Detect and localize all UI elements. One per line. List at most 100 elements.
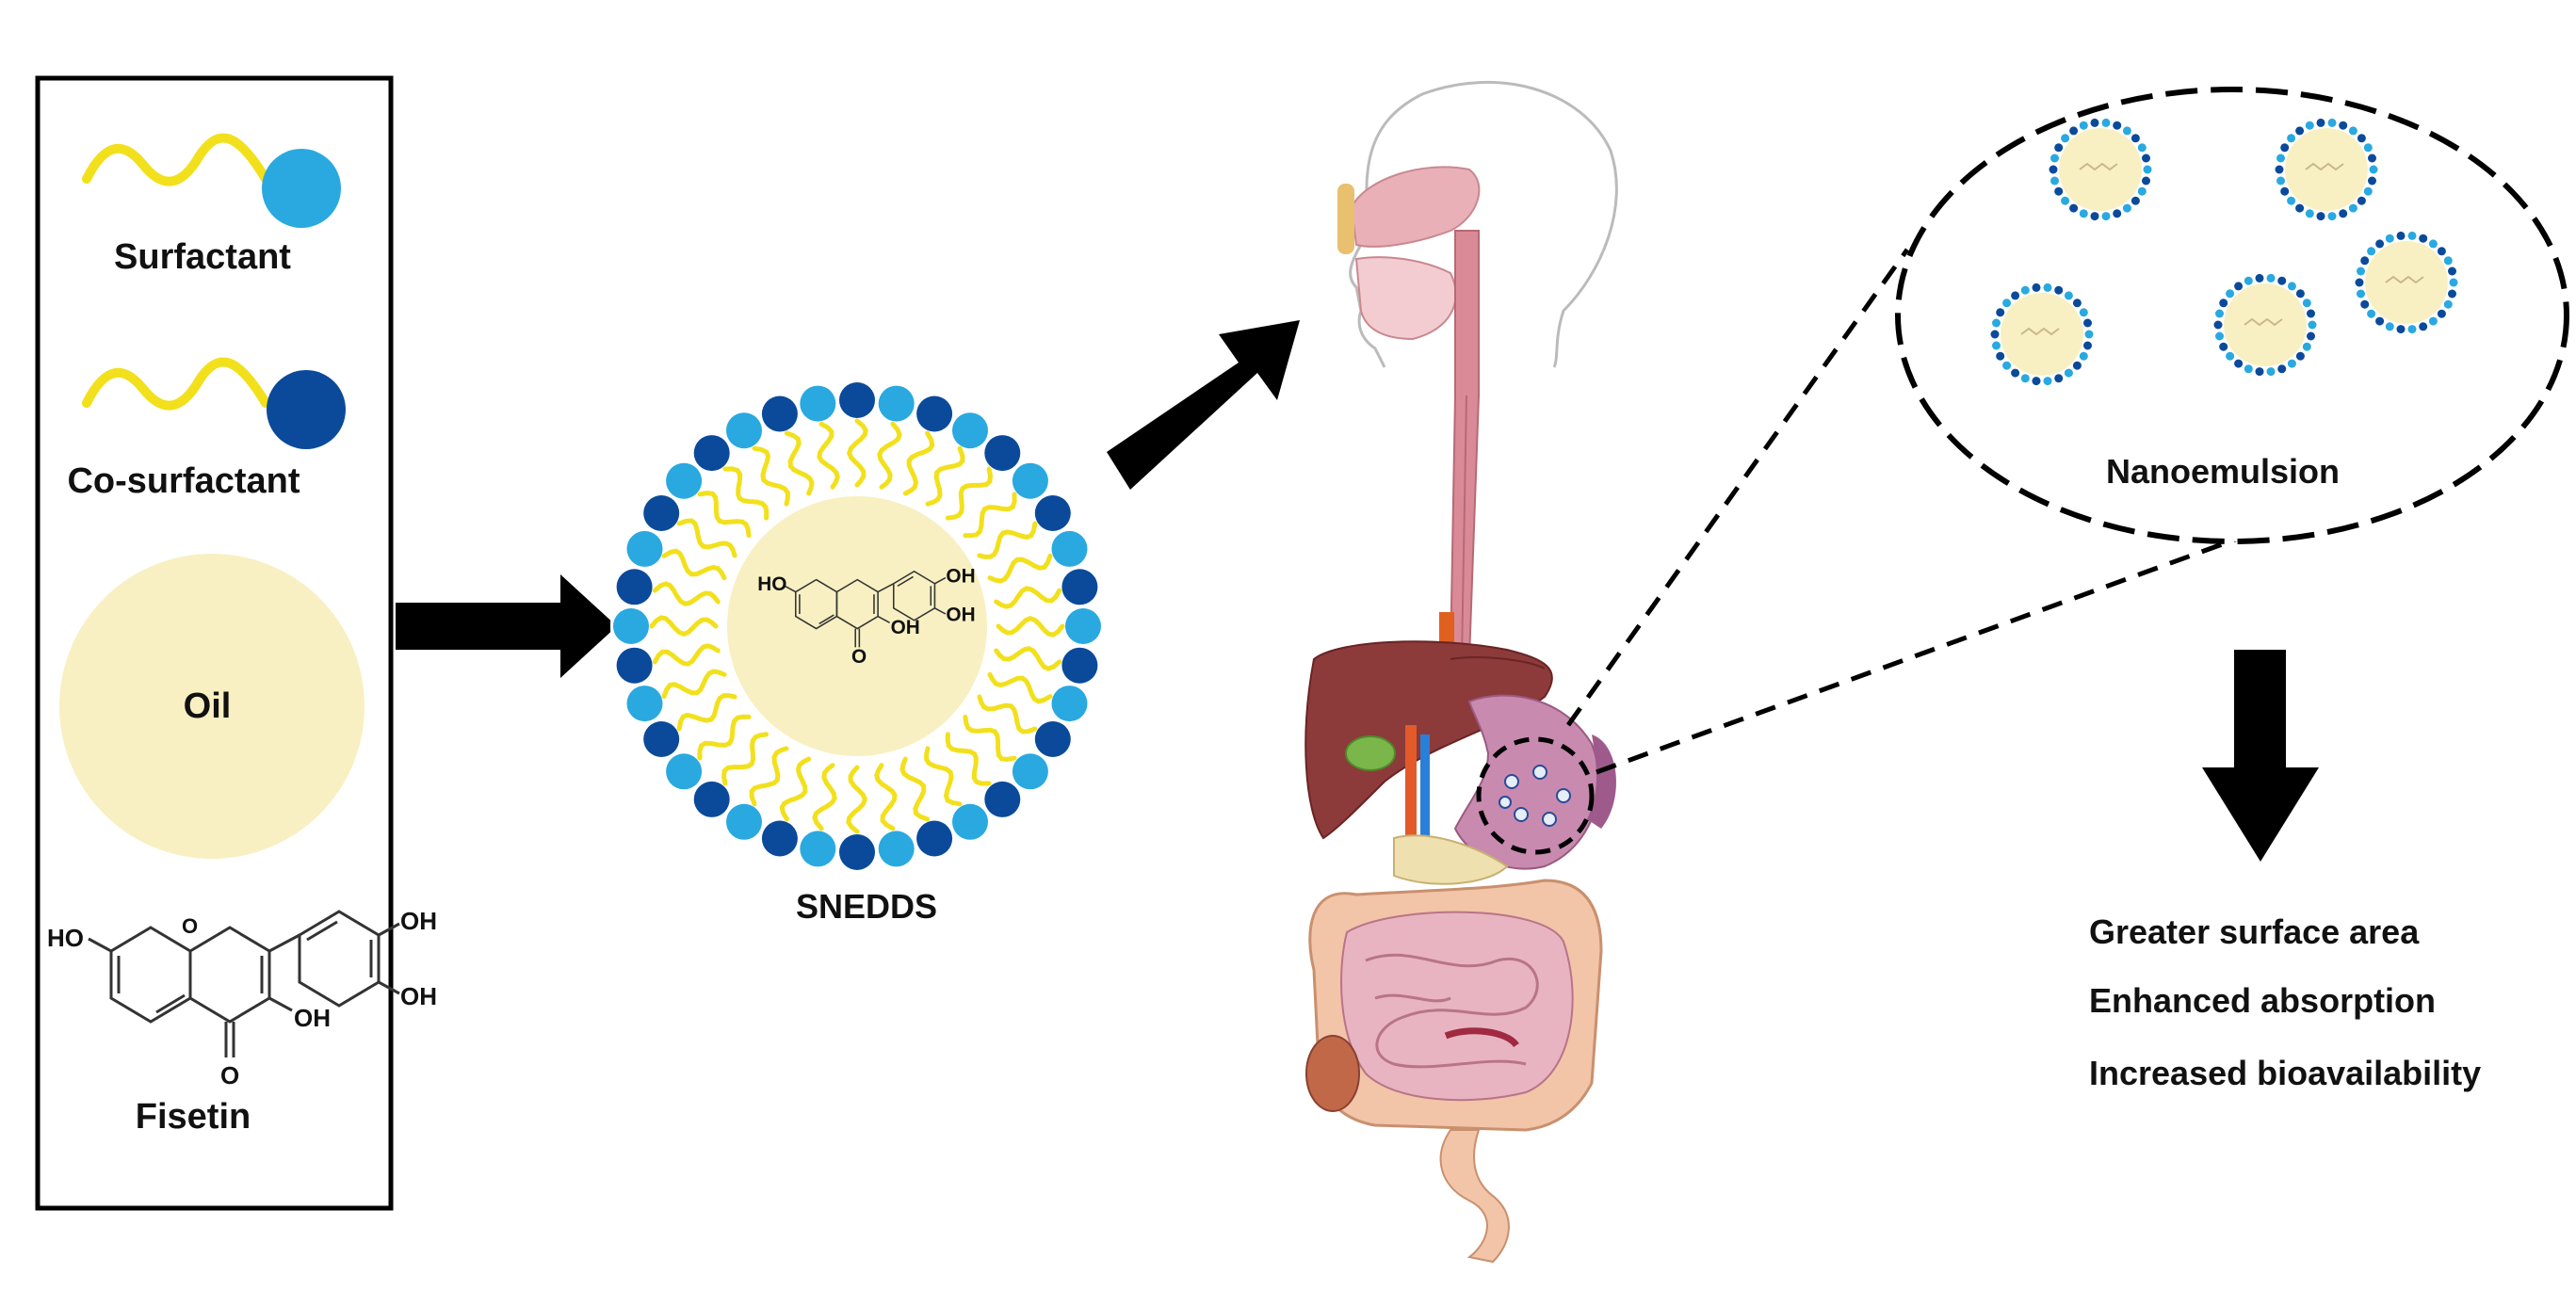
oil-label: Oil [184,686,232,726]
lipid-tail [924,746,963,807]
zoom-line-lower [1596,529,2257,775]
svg-text:OH: OH [891,617,920,638]
surfactant-head [878,385,915,422]
cosurfactant-head [1061,569,1098,605]
lipid-tail [963,492,1017,539]
lipid-tail [899,756,931,822]
lipid-tail [661,669,727,700]
zoom-line-upper [1565,248,1910,727]
surfactant-head [666,462,703,499]
lipid-tail [945,732,992,786]
cosurfactant-head [1034,721,1071,757]
cosurfactant-head [643,495,680,531]
cosurfactant-head [916,395,953,432]
benefits-list: Greater surface area Enhanced absorption… [2089,912,2481,1092]
lipid-tail [847,418,868,488]
nano-droplet [2275,118,2378,221]
snedds-tails [649,418,1065,834]
snedds-oil-core [727,496,987,756]
fisetin-oh-top: OH [400,907,437,935]
cosurfactant-head [616,647,653,684]
oil-droplet [59,554,365,859]
snedds-heads [613,382,1101,870]
lipid-tail [977,521,1038,559]
snedds-label: SNEDDS [796,887,937,926]
surfactant-tail [82,133,270,186]
surfactant-head [1051,530,1088,567]
esophagus [1449,230,1480,660]
cosurfactant-head [839,382,875,418]
lipid-tail [779,756,812,822]
nano-droplet [1990,282,2094,386]
surfactant-head [262,149,341,228]
lipid-tail [994,586,1062,609]
lipid-tail [697,490,752,539]
head-outline [1365,81,1618,368]
nano-droplet [2049,118,2152,221]
surfactant-label: Surfactant [114,237,291,277]
lipid-tail [994,646,1062,671]
cosurfactant-head [1061,647,1098,684]
stomach-zoom-circle [1476,736,1595,855]
cosurfactant-head [267,370,346,449]
surfactant-head [1051,686,1088,722]
cosurfactant-head [984,435,1021,472]
lipid-tail [877,421,902,490]
cosurfactant-head [761,395,798,432]
cosurfactant-head [616,569,653,605]
cosurfactant-tail [82,357,270,411]
surfactant-head [952,412,988,449]
fisetin-label: Fisetin [136,1097,251,1137]
lipid-tail [661,548,727,581]
lipid-tail [676,693,737,732]
fisetin-carbonyl-o: O [220,1061,239,1089]
small-intestine [1340,911,1574,1102]
fisetin-oh-right: OH [400,982,437,1010]
surfactant-head [800,831,836,867]
stomach [1453,694,1600,870]
svg-text:O: O [851,646,867,668]
surfactant-head [1012,753,1048,790]
lipid-tail [676,518,737,558]
lipid-tail [812,763,837,831]
snedds-fisetin-structure: HO OH OH OH O [757,566,975,668]
lipid-tail [977,694,1038,734]
lipid-tail [749,746,789,807]
lipid-tail [874,763,898,831]
surfactant-head [626,686,663,722]
stomach-droplets [1499,765,1571,827]
lipid-tail [987,553,1053,584]
lipid-tail [649,615,719,637]
svg-text:OH: OH [946,604,975,625]
fisetin-structure: HO OH OH OH O O [47,907,437,1089]
cosurfactant-head [916,820,953,857]
lipid-tail [722,466,770,521]
surfactant-head [1012,462,1048,499]
cosurfactant-head [984,781,1021,817]
lipid-tail [817,421,840,490]
surfactant-head [952,803,988,840]
nasal-cavity [1350,166,1481,248]
benefit-item: Greater surface area [2089,912,2420,951]
cosurfactant-head [839,834,875,870]
lipid-tail [697,714,752,761]
lipid-tail [987,671,1053,704]
lipid-tail [925,445,965,507]
surfactant-head [800,385,836,422]
lipid-tail [902,430,935,496]
fisetin-ho-left: HO [47,924,84,952]
cosurfactant-head [643,721,680,757]
lipid-tail [652,643,721,667]
surfactant-head [666,753,703,790]
lipid-tail [846,765,867,834]
benefit-item: Increased bioavailability [2089,1054,2481,1092]
svg-text:HO: HO [757,573,786,595]
surfactant-head [726,412,762,449]
lipid-tail [784,430,815,496]
lipid-tail [721,732,770,786]
surfactant-head [626,530,663,567]
lipid-tail [996,616,1065,637]
arrow-diagonal-icon [1107,320,1300,490]
nano-droplet [2213,273,2317,377]
